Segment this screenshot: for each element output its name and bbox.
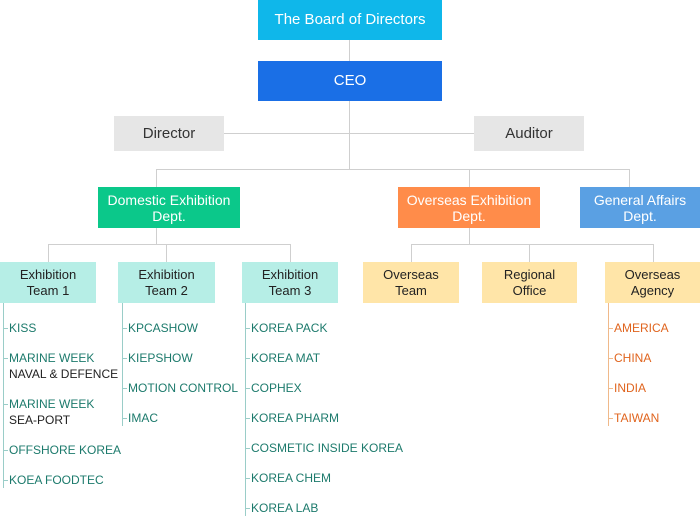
dept-line-1: Overseas Exhibition	[406, 191, 532, 208]
team3-item-korea-pharm: KOREA PHARM	[245, 410, 340, 426]
team-line-2: Team 2	[145, 282, 188, 298]
dept-line-2: Dept.	[623, 207, 657, 224]
team3-item-korea-pack: KOREA PACK	[245, 320, 328, 336]
team-box-exhibition-team-2: Exhibition Team 2	[118, 262, 215, 303]
item-text: COSMETIC INSIDE KOREA	[251, 441, 404, 455]
team-box-exhibition-team-1: Exhibition Team 1	[0, 262, 96, 303]
team-line-1: Exhibition	[138, 266, 195, 282]
team1-item-kiss: KISS	[3, 320, 37, 336]
ceo-label: CEO	[333, 72, 367, 89]
team1-item-marine-week-naval: MARINE WEEK NAVAL & DEFENCE	[3, 350, 119, 382]
director-box: Director	[114, 116, 224, 151]
board-of-directors-box: The Board of Directors	[258, 0, 442, 40]
team-line-2: Office	[512, 282, 547, 298]
auditor-label: Auditor	[505, 124, 553, 142]
overseas-exhibition-dept-box: Overseas Exhibition Dept.	[398, 187, 540, 228]
team-line-2: Agency	[630, 282, 675, 298]
auditor-box: Auditor	[474, 116, 584, 151]
dept-line-2: Dept.	[152, 207, 186, 224]
item-text: CHINA	[614, 351, 652, 365]
team-line-1: Regional	[503, 266, 556, 282]
dept-line-1: General Affairs	[593, 191, 687, 208]
agency-item-taiwan: TAIWAN	[608, 410, 660, 426]
team3-item-korea-lab: KOREA LAB	[245, 500, 319, 516]
domestic-exhibition-dept-box: Domestic Exhibition Dept.	[98, 187, 240, 228]
team1-item-offshore-korea: OFFSHORE KOREA	[3, 442, 122, 458]
team-box-regional-office: Regional Office	[482, 262, 577, 303]
item-text: MARINE WEEK	[9, 351, 95, 365]
general-affairs-dept-box: General Affairs Dept.	[580, 187, 700, 228]
dept-line-1: Domestic Exhibition	[107, 191, 231, 208]
item-text: MARINE WEEK	[9, 397, 95, 411]
agency-item-india: INDIA	[608, 380, 647, 396]
team-line-2: Team 1	[26, 282, 70, 298]
dept-line-2: Dept.	[452, 207, 486, 224]
ceo-box: CEO	[258, 61, 442, 101]
team3-item-cophex: COPHEX	[245, 380, 302, 396]
team-line-1: Exhibition	[19, 266, 77, 282]
item-text: IMAC	[128, 411, 158, 425]
item-text: OFFSHORE KOREA	[9, 443, 122, 457]
item-text: KOREA CHEM	[251, 471, 332, 485]
item-text: KOREA MAT	[251, 351, 321, 365]
team2-item-motion-control: MOTION CONTROL	[122, 380, 238, 396]
team1-item-koea-foodtec: KOEA FOODTEC	[3, 472, 104, 488]
item-text: AMERICA	[614, 321, 669, 335]
agency-item-china: CHINA	[608, 350, 652, 366]
team-box-overseas-agency: Overseas Agency	[605, 262, 700, 303]
team-line-2: Team	[395, 282, 427, 298]
item-text: COPHEX	[251, 381, 302, 395]
item-subtext: SEA-PORT	[9, 413, 71, 427]
item-text: KOREA PHARM	[251, 411, 340, 425]
item-text: KISS	[9, 321, 37, 335]
agency-item-america: AMERICA	[608, 320, 669, 336]
team-line-1: Overseas	[624, 266, 681, 282]
team2-item-kiepshow: KIEPSHOW	[122, 350, 193, 366]
board-label: The Board of Directors	[274, 11, 426, 28]
item-text: KOEA FOODTEC	[9, 473, 104, 487]
team-line-1: Overseas	[383, 266, 439, 282]
item-subtext: NAVAL & DEFENCE	[9, 367, 119, 381]
item-text: KPCASHOW	[128, 321, 199, 335]
director-label: Director	[142, 124, 196, 142]
team1-item-marine-week-seaport: MARINE WEEK SEA-PORT	[3, 396, 95, 428]
item-text: MOTION CONTROL	[128, 381, 238, 395]
item-text: INDIA	[614, 381, 647, 395]
team3-item-korea-chem: KOREA CHEM	[245, 470, 332, 486]
team-box-overseas-team: Overseas Team	[363, 262, 459, 303]
team3-item-korea-mat: KOREA MAT	[245, 350, 321, 366]
team-line-2: Team 3	[268, 282, 312, 298]
team3-item-cosmetic-inside-korea: COSMETIC INSIDE KOREA	[245, 440, 404, 456]
item-text: KOREA PACK	[251, 321, 328, 335]
item-text: KOREA LAB	[251, 501, 319, 515]
team2-item-imac: IMAC	[122, 410, 158, 426]
team-box-exhibition-team-3: Exhibition Team 3	[242, 262, 338, 303]
item-text: TAIWAN	[614, 411, 660, 425]
team-line-1: Exhibition	[261, 266, 319, 282]
team2-item-kpcashow: KPCASHOW	[122, 320, 199, 336]
item-text: KIEPSHOW	[128, 351, 193, 365]
